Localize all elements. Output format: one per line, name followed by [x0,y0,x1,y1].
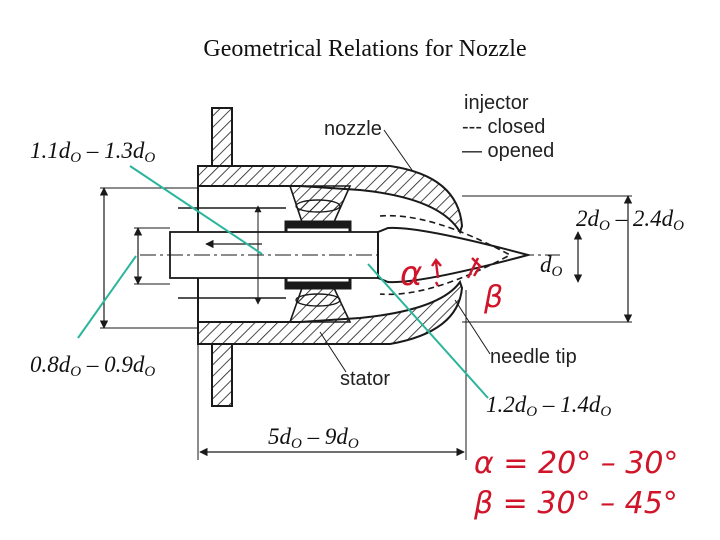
leader-bore [77,255,137,339]
dim-label-nozzle-inlet: 1.1dO – 1.3dO [30,138,156,166]
legend-opened: — opened [462,140,555,162]
beta-mark: β [484,280,504,315]
dim-label-needle: 1.2dO – 1.4dO [486,392,612,420]
leader-inlet [129,165,263,255]
leader-needle [367,263,489,399]
label-stator: stator [340,368,391,390]
dim-label-orifice: dO [540,252,563,280]
page-title: Geometrical Relations for Nozzle [203,36,527,62]
label-needle-tip: needle tip [490,346,577,368]
dim-label-length: 5dO – 9dO [268,424,359,452]
legend-closed: --- closed [462,116,546,138]
flange-top [211,107,233,167]
dim-label-outlet-height: 2dO – 2.4dO [576,206,684,234]
dim-label-bore: 0.8dO – 0.9dO [30,352,156,380]
legend-heading: injector [464,92,529,114]
needle-tip-opened [377,226,532,284]
label-nozzle: nozzle [324,118,382,140]
nozzle-wall-bottom [197,279,464,345]
alpha-range: α = 20° – 30° [474,446,679,481]
needle-tip-closed [379,214,512,296]
alpha-mark: α [400,254,423,294]
flange-bottom [211,343,233,407]
beta-range: β = 30° – 45° [474,486,678,521]
